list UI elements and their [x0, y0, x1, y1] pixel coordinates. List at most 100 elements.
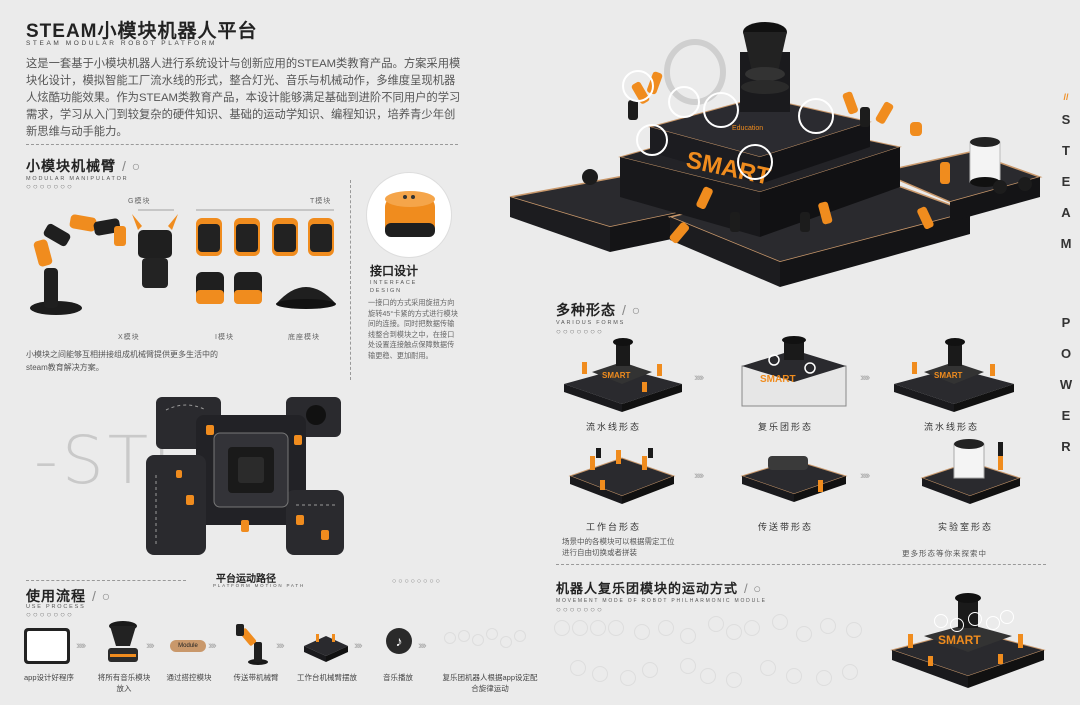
path-subtitle: PLATFORM MOTION PATH: [213, 583, 305, 588]
side-letter: R: [1061, 439, 1071, 454]
form-label: 实验室形态: [938, 522, 994, 532]
chevron-right-icon: ›››››: [694, 372, 704, 384]
form-assembly-line-2: SMART: [894, 338, 1014, 412]
divider: [26, 580, 186, 581]
form-workbench: [568, 448, 676, 504]
form-conveyor: [740, 456, 848, 502]
side-letter: A: [1061, 205, 1071, 220]
svg-text:SMART: SMART: [938, 633, 981, 647]
side-letter: P: [1061, 315, 1071, 330]
side-vertical-text: // S T E A M P O W E R: [1058, 90, 1074, 462]
interface-subtitle-2: DESIGN: [370, 288, 402, 294]
interface-description: 一接口的方式采用旋扭方向旋转45°卡紧的方式进行模块间的连接。同时把数据传输线整…: [368, 298, 458, 360]
form-label: 流水线形态: [924, 422, 980, 432]
platform-motion-path-illustration: [146, 397, 344, 555]
svg-text:SMART: SMART: [934, 371, 963, 380]
interface-module-icon: [385, 191, 435, 237]
section-subtitle-manipulator: MODULAR MANIPULATOR: [26, 176, 129, 182]
label-base-module: 底座模块: [288, 334, 320, 341]
step-label: app设计好程序: [23, 673, 74, 682]
svg-text:SMART: SMART: [602, 371, 631, 380]
decor-dots: ○○○○○○○○: [392, 578, 442, 585]
label-i-module: I模块: [215, 334, 234, 341]
form-laboratory: [920, 439, 1022, 504]
movement-rings-overlay: [934, 610, 1014, 640]
chevron-right-icon: ›››››: [76, 640, 86, 652]
rings-icon: [444, 628, 554, 668]
step-label: 通过搭控模块: [166, 673, 212, 682]
svg-text:Education: Education: [732, 125, 763, 132]
label-g-module: G模块: [128, 198, 151, 205]
movement-rings-pattern: [550, 610, 880, 700]
side-letter: S: [1061, 112, 1071, 127]
side-letter: E: [1061, 174, 1071, 189]
form-philharmonic: SMART: [741, 336, 847, 407]
forms-description: 场景中的各模块可以根据需定工位进行自由切换或者拼装: [562, 537, 675, 557]
step-label: 将所有音乐模块放入: [97, 673, 151, 693]
section-subtitle-movement: MOVEMENT MODE OF ROBOT PHILHARMONIC MODU…: [556, 598, 767, 604]
section-title-manipulator: 小模块机械臂/ ○: [26, 158, 142, 174]
section-title-forms: 多种形态/ ○: [556, 302, 642, 318]
movement-product-illustration: SMART: [890, 593, 1046, 688]
chevron-right-icon: ››››: [146, 640, 155, 652]
section-title-usage: 使用流程/ ○: [26, 588, 112, 604]
form-label: 复乐团形态: [758, 422, 814, 432]
forms-note: 更多形态等你来探索中: [902, 549, 987, 558]
tablet-icon: [24, 628, 70, 664]
module-tag: Module: [170, 640, 206, 652]
divider: [556, 564, 1046, 565]
intro-paragraph: 这是一套基于小模块机器人进行系统设计与创新应用的STEAM类教育产品。方案采用模…: [26, 58, 461, 138]
divider: [350, 180, 351, 380]
highlight-ring: [737, 144, 773, 180]
chevron-right-icon: ››››: [276, 640, 285, 652]
step-label: 传送带机械臂: [233, 673, 279, 682]
decor-dots: ○○○○○○○: [556, 605, 604, 614]
music-module-icon: [108, 621, 138, 662]
path-title: 平台运动路径: [216, 574, 276, 585]
chevron-right-icon: ›››››: [694, 470, 704, 482]
decor-dots: ○○○○○○○: [556, 327, 604, 336]
section-subtitle-usage: USE PROCESS: [26, 604, 86, 610]
chevron-right-icon: ›››››: [860, 470, 870, 482]
page-title: STEAM小模块机器人平台: [26, 21, 258, 42]
chevron-right-icon: ››››: [418, 640, 427, 652]
highlight-ring: [636, 124, 668, 156]
manipulator-modules-illustration: [30, 209, 336, 315]
form-assembly-line-1: SMART: [564, 338, 682, 412]
form-label: 流水线形态: [586, 422, 642, 432]
page-subtitle: STEAM MODULAR ROBOT PLATFORM: [26, 40, 218, 47]
side-letter: E: [1061, 408, 1071, 423]
music-note-icon: ♪: [386, 628, 412, 654]
step-label: 工作台机械臂摆放: [297, 673, 357, 682]
section-title-movement: 机器人复乐团模块的运动方式/ ○: [556, 581, 763, 596]
robot-arm-icon: [236, 624, 268, 665]
divider: [26, 144, 458, 145]
highlight-ring: [703, 92, 739, 128]
step-label: 音乐播放: [383, 673, 413, 682]
chevron-right-icon: ››››: [208, 640, 217, 652]
label-x-module: X模块: [118, 334, 140, 341]
chevron-right-icon: ›››››: [860, 372, 870, 384]
svg-text:SMART: SMART: [760, 374, 796, 385]
step-label: 复乐团机器人根据app设定配合旋律运动: [442, 673, 538, 693]
side-letter: T: [1062, 143, 1070, 158]
workbench-icon: [304, 634, 348, 662]
highlight-ring: [622, 70, 654, 102]
side-letter: W: [1059, 377, 1073, 392]
interface-subtitle-1: INTERFACE: [370, 280, 418, 286]
side-letter: O: [1060, 346, 1072, 361]
form-label: 传送带形态: [758, 522, 814, 532]
chevron-right-icon: ››››: [354, 640, 363, 652]
highlight-ring: [798, 98, 834, 134]
section-subtitle-forms: VARIOUS FORMS: [556, 320, 626, 326]
interface-title: 接口设计: [370, 264, 419, 278]
highlight-ring: [668, 86, 700, 118]
label-t-module: T模块: [310, 198, 332, 205]
decor-dots: ○○○○○○○: [26, 610, 74, 619]
form-label: 工作台形态: [586, 522, 642, 532]
decor-dots: ○○○○○○○: [26, 182, 74, 191]
interface-detail-circle: [366, 172, 452, 258]
main-product-illustration: SMART Education: [509, 22, 1043, 287]
side-letter: M: [1060, 236, 1072, 251]
manipulator-description: 小模块之间能够互相拼接组成机械臂提供更多生活中的steam教育解决方案。: [26, 350, 218, 372]
